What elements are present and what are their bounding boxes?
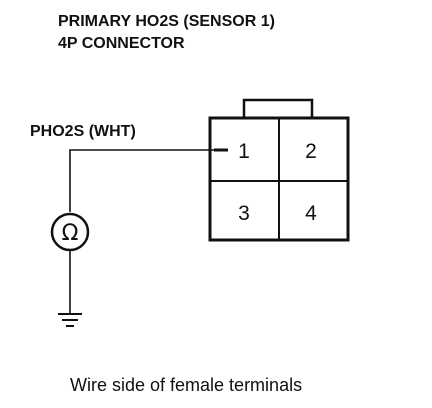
- ohm-symbol: Ω: [62, 221, 79, 246]
- caption: Wire side of female terminals: [70, 375, 302, 395]
- connector-lock-tab: [242, 98, 314, 118]
- pin-2-label: 2: [305, 140, 317, 163]
- pin-3-label: 3: [238, 202, 250, 225]
- pin-1-label: 1: [238, 140, 250, 163]
- connector: 1 2 3 4: [208, 98, 350, 242]
- ground-icon: [58, 313, 82, 327]
- ohmmeter-icon: Ω: [50, 212, 90, 252]
- title-line-2: 4P CONNECTOR: [58, 35, 185, 52]
- title-line-1: PRIMARY HO2S (SENSOR 1): [58, 13, 275, 30]
- pin-4-label: 4: [305, 202, 317, 225]
- wire-label: PHO2S (WHT): [30, 123, 136, 140]
- test-lead-upper: [69, 149, 226, 212]
